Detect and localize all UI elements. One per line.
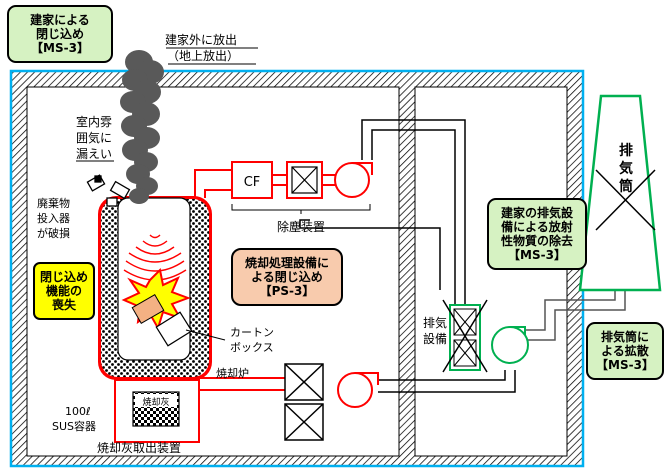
- stack-label-3: 筒: [619, 178, 633, 195]
- exhaust-equipment: [442, 299, 529, 373]
- carton-label-1: カートン: [230, 326, 274, 339]
- stack-label-2: 気: [619, 160, 633, 177]
- ash-removal-label: 焼却灰取出装置: [97, 441, 181, 455]
- feeder-label-1: 廃棄物: [37, 196, 70, 210]
- sus-label-1: 100ℓ: [65, 405, 91, 418]
- lower-blower: [337, 372, 379, 408]
- feeder-label-2: 投入器: [37, 211, 70, 225]
- carton-label-2: ボックス: [230, 341, 274, 354]
- explosion-icon: [121, 267, 191, 331]
- exhaust-equipment-label-2: 設備: [423, 331, 447, 346]
- feeder-label-3: が破損: [37, 226, 70, 240]
- exhaust-equipment-label-1: 排気: [423, 315, 447, 330]
- sus-label-2: SUS容器: [52, 419, 96, 433]
- callout-loss-of-confinement: 閉じ込め 機能の 喪失: [33, 262, 95, 320]
- incinerator-ducts: [194, 169, 335, 391]
- indoor-leak-label-3: 漏えい: [76, 147, 112, 161]
- smoke-plume: [120, 50, 164, 204]
- building-walls: [9, 69, 585, 468]
- radiation-waves: [123, 234, 187, 281]
- carton-box: [155, 311, 193, 347]
- carton-leader: [185, 329, 226, 341]
- ash-filter: [284, 363, 324, 441]
- callout-ps3-incinerator: 焼却処理設備に よる閉じ込め 【PS-3】: [231, 248, 343, 306]
- dust-filter: [286, 161, 323, 199]
- release-outside-label: 建家外に放出: [165, 32, 237, 47]
- dust-removal-label: 除塵装置: [277, 219, 325, 234]
- stack-label-1: 排: [619, 142, 633, 159]
- indoor-leak-label-2: 囲気に: [76, 130, 112, 145]
- exhaust-stack: [578, 94, 662, 292]
- upper-blower: [334, 162, 373, 198]
- ash-container: [114, 379, 200, 443]
- indoor-leak-label-1: 室内雰: [76, 114, 112, 129]
- cf-filter: CF: [231, 161, 273, 199]
- callout-ms3-exhaust: 建家の排気設 備による放射 性物質の除去 【MS-3】: [487, 198, 587, 270]
- dust-removal-bracket: [231, 204, 371, 214]
- callout-ms3-building: 建家による 閉じ込め 【MS-3】: [7, 5, 113, 63]
- exhaust-duct: [299, 119, 466, 305]
- ash-duct: [378, 370, 516, 393]
- ash-label: 焼却灰: [142, 396, 169, 408]
- broken-feeder: [86, 174, 131, 207]
- incinerator-label: 焼却炉: [216, 367, 249, 380]
- cf-label: CF: [244, 175, 261, 190]
- ground-release-label: （地上放出）: [167, 48, 239, 63]
- callout-ms3-stack: 排気筒に よる拡散 【MS-3】: [586, 322, 664, 380]
- stack-duct: [525, 290, 626, 341]
